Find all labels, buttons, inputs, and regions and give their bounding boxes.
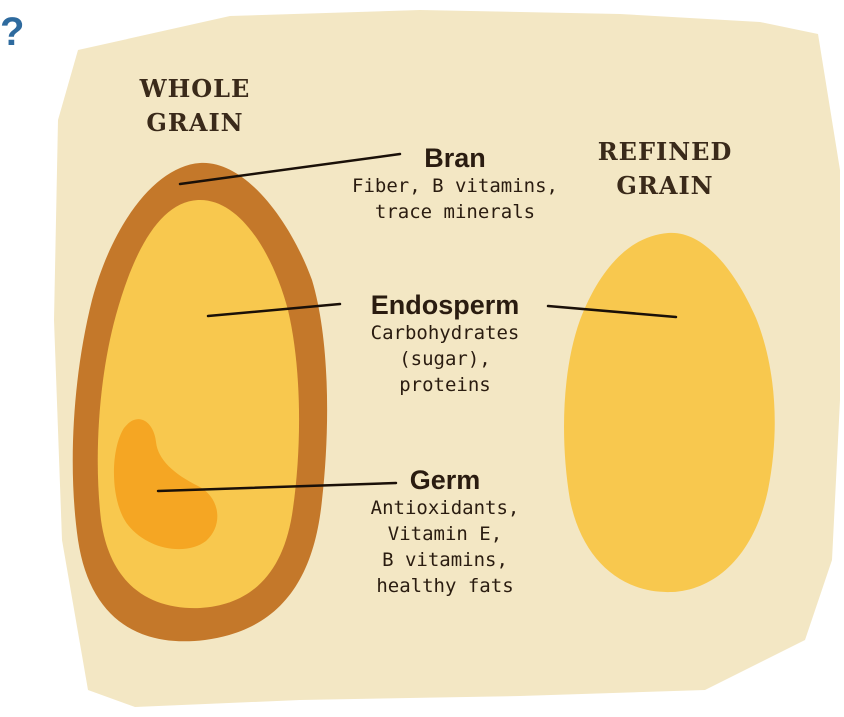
germ-desc-line: B vitamins,: [330, 547, 560, 573]
bran-label: Bran Fiber, B vitamins, trace minerals: [320, 143, 590, 225]
germ-desc-line: healthy fats: [330, 573, 560, 599]
refined-grain-heading-line1: REFINED: [575, 135, 755, 169]
whole-grain-heading-line1: WHOLE: [120, 72, 270, 106]
bran-title: Bran: [320, 143, 590, 173]
germ-desc-line: Antioxidants,: [330, 495, 560, 521]
endosperm-desc-line: proteins: [320, 372, 570, 398]
endosperm-desc-line: (sugar),: [320, 346, 570, 372]
endosperm-desc-line: Carbohydrates: [320, 320, 570, 346]
whole-grain-heading-line2: GRAIN: [120, 106, 270, 140]
bran-desc-line: trace minerals: [320, 199, 590, 225]
germ-title: Germ: [330, 465, 560, 495]
refined-grain-heading: REFINED GRAIN: [575, 135, 755, 203]
germ-desc-line: Vitamin E,: [330, 521, 560, 547]
question-mark: ?: [0, 10, 24, 55]
bran-desc-line: Fiber, B vitamins,: [320, 173, 590, 199]
whole-grain-heading: WHOLE GRAIN: [120, 72, 270, 140]
germ-label: Germ Antioxidants, Vitamin E, B vitamins…: [330, 465, 560, 599]
endosperm-label: Endosperm Carbohydrates (sugar), protein…: [320, 290, 570, 398]
endosperm-title: Endosperm: [320, 290, 570, 320]
refined-grain-heading-line2: GRAIN: [575, 169, 755, 203]
